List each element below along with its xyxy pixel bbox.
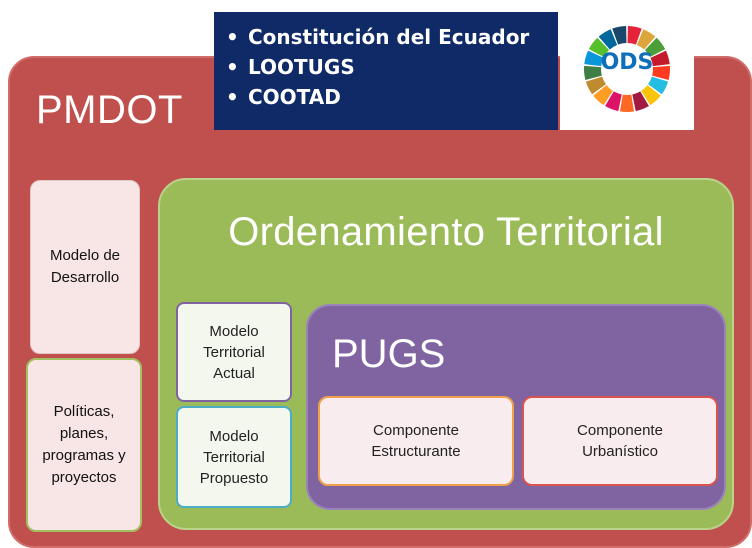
sdg-wheel-segment (648, 76, 669, 95)
ordenamiento-territorial-title: Ordenamiento Territorial (228, 210, 664, 254)
pugs-title: PUGS (332, 332, 446, 376)
sdg-wheel-segment (605, 91, 622, 112)
modelo-desarrollo-label: Modelo de Desarrollo (49, 247, 121, 286)
sdg-wheel-segment (641, 85, 661, 106)
pmdot-title: PMDOT (36, 88, 183, 132)
sdg-wheel-segment (588, 37, 610, 57)
sdg-wheel-segment (652, 65, 670, 80)
sdg-wheel-segment (584, 65, 602, 80)
componente-estructurante-label: Componente Estructurante (371, 422, 461, 460)
modelo-territorial-actual-label: Modelo Territorial Actual (203, 322, 265, 382)
ods-logo-text: ODS (600, 50, 654, 75)
sdg-wheel-segment (627, 26, 642, 45)
sdg-wheel-segment (584, 50, 604, 67)
modelo-territorial-actual-box: Modelo Territorial Actual (176, 302, 292, 402)
sdg-wheel-icon (560, 12, 694, 130)
legal-item: •LOOTUGS (226, 55, 355, 79)
componente-urbanistico-box: Componente Urbanístico (522, 396, 718, 486)
modelo-desarrollo-box: Modelo de Desarrollo (30, 180, 140, 354)
sdg-wheel-segment (612, 26, 627, 45)
sdg-wheel-segment (619, 94, 635, 112)
politicas-box: Políticas, planes, programas y proyectos (26, 358, 142, 532)
modelo-territorial-propuesto-box: Modelo Territorial Propuesto (176, 406, 292, 508)
sdg-wheel-segment (644, 37, 666, 57)
sdg-wheel-segment (598, 29, 618, 50)
sdg-wheel-segment (650, 50, 670, 67)
sdg-wheel-segment (593, 85, 613, 106)
legal-item: •Constitución del Ecuador (226, 25, 530, 49)
legal-references-box: •Constitución del Ecuador •LOOTUGS •COOT… (214, 12, 558, 130)
componente-urbanistico-label: Componente Urbanístico (577, 422, 663, 460)
componente-estructurante-box: Componente Estructurante (318, 396, 514, 486)
modelo-territorial-propuesto-label: Modelo Territorial Propuesto (199, 427, 269, 487)
sdg-wheel-segment (636, 29, 656, 50)
sdg-wheel-segment (585, 76, 606, 95)
sdg-wheel-segment (632, 91, 649, 112)
politicas-label: Políticas, planes, programas y proyectos (42, 403, 126, 486)
legal-item: •COOTAD (226, 85, 341, 109)
